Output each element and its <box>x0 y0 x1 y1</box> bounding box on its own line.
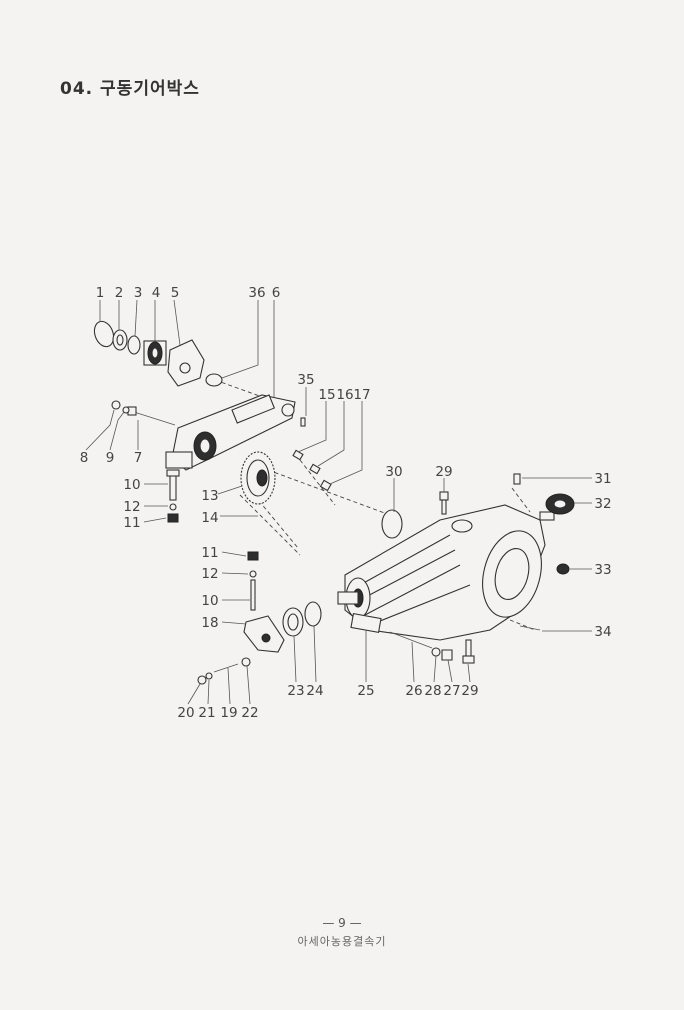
bolt-19-part <box>213 663 239 673</box>
callout-7: 7 <box>134 450 143 466</box>
callout-32: 32 <box>594 496 611 512</box>
callout-12-lower: 12 <box>201 566 218 582</box>
callout-15: 15 <box>318 387 335 403</box>
callout-2: 2 <box>115 285 124 301</box>
callout-23: 23 <box>287 683 304 699</box>
nut-33-part <box>556 563 570 575</box>
footer-company-name: 아세아농용결속기 <box>297 935 387 948</box>
callout-16: 16 <box>336 387 353 403</box>
gearbox-housing-part <box>337 504 555 641</box>
callout-9: 9 <box>106 450 115 466</box>
callout-10: 10 <box>123 477 140 493</box>
callout-35: 35 <box>297 372 314 388</box>
ring-24-part <box>304 601 322 627</box>
callout-34: 34 <box>594 624 611 640</box>
callout-27: 27 <box>443 683 460 699</box>
collar-part <box>205 373 223 387</box>
callout-6: 6 <box>272 285 281 301</box>
drive-arm-frame-part <box>165 394 296 471</box>
callout-8: 8 <box>80 450 89 466</box>
callout-29-bottom: 29 <box>461 683 478 699</box>
key-16-part <box>309 463 321 475</box>
callout-3: 3 <box>134 285 143 301</box>
washer-21-part <box>205 672 213 680</box>
bearing-housing-part <box>167 339 205 387</box>
bolt-10-part <box>166 469 180 523</box>
page-number: — 9 — <box>322 916 362 930</box>
callout-labels: 1 2 3 4 5 36 6 35 15 16 17 8 9 7 10 12 1… <box>80 285 612 721</box>
callout-36: 36 <box>248 285 265 301</box>
callout-19: 19 <box>220 705 237 721</box>
nut-20-part <box>197 675 207 685</box>
callout-20: 20 <box>177 705 194 721</box>
callout-17: 17 <box>353 387 370 403</box>
bearing-part <box>143 340 167 366</box>
pivot-25-part <box>350 613 382 633</box>
key-17-part <box>319 479 332 492</box>
nut-27-part <box>441 649 453 661</box>
callout-10-lower: 10 <box>201 593 218 609</box>
seal-23-part <box>282 607 304 637</box>
callout-leaders <box>85 299 592 705</box>
washer-9-part <box>122 406 130 414</box>
pin-35-part <box>300 417 306 427</box>
callout-14: 14 <box>201 510 218 526</box>
washer-28-part <box>431 647 441 657</box>
callout-28: 28 <box>424 683 441 699</box>
callout-21: 21 <box>198 705 215 721</box>
nut-8-part <box>111 400 121 410</box>
o-ring-30-part <box>381 509 403 539</box>
plug-31-part <box>513 473 521 485</box>
snap-ring-part <box>93 320 115 348</box>
bolt-26-part <box>389 631 433 649</box>
callout-13: 13 <box>201 488 218 504</box>
bolt-7-part <box>127 406 176 426</box>
callout-26: 26 <box>405 683 422 699</box>
callout-11-lower: 11 <box>201 545 218 561</box>
washer-part <box>112 329 128 351</box>
callout-1: 1 <box>96 285 105 301</box>
callout-29-top: 29 <box>435 464 452 480</box>
sprocket-part <box>240 451 276 505</box>
page-title: 04. 구동기어박스 <box>60 79 200 99</box>
bolt-29-top-part <box>439 491 449 515</box>
callout-31: 31 <box>594 471 611 487</box>
callout-18: 18 <box>201 615 218 631</box>
callout-5: 5 <box>171 285 180 301</box>
bolt-29-bottom-part <box>462 639 475 664</box>
callout-30: 30 <box>385 464 402 480</box>
callout-22: 22 <box>241 705 258 721</box>
washer-22-part <box>241 657 251 667</box>
bracket-18-part <box>243 551 285 653</box>
bolt-34-part <box>519 625 541 631</box>
oil-seal-32-part <box>545 493 575 515</box>
oil-seal-part <box>127 335 141 355</box>
callout-25: 25 <box>357 683 374 699</box>
callout-33: 33 <box>594 562 611 578</box>
key-15-part <box>292 449 304 461</box>
callout-24: 24 <box>306 683 323 699</box>
callout-11: 11 <box>123 515 140 531</box>
callout-12: 12 <box>123 499 140 515</box>
callout-4: 4 <box>152 285 161 301</box>
